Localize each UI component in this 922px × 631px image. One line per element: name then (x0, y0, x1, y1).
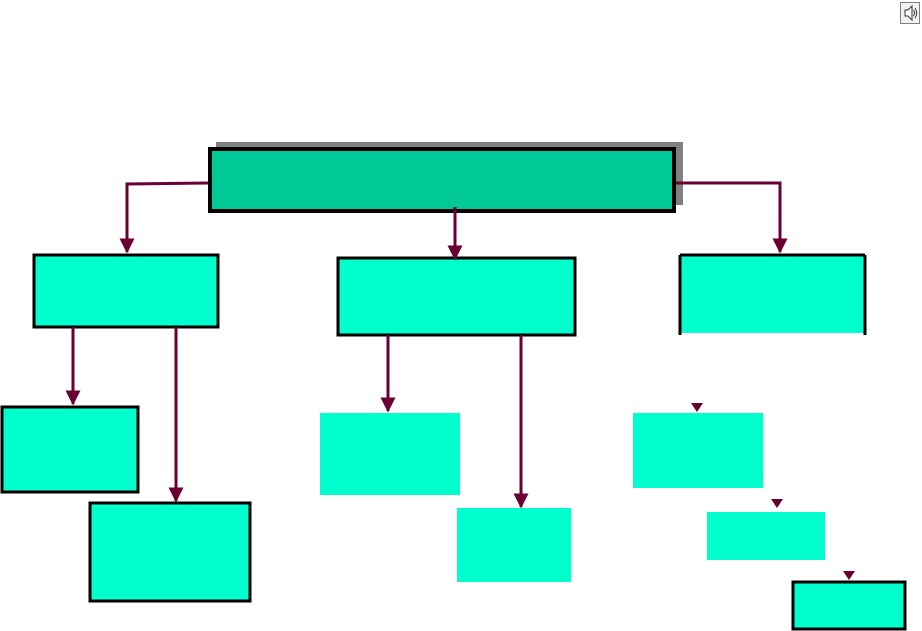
right-child-1-box[interactable] (633, 413, 763, 488)
level1-right-box[interactable] (680, 255, 865, 333)
root-box[interactable] (208, 147, 676, 213)
level1-center-box[interactable] (336, 256, 577, 337)
left-child-2-box[interactable] (88, 501, 252, 603)
connector-root-to-left (119, 181, 209, 254)
connector-root-to-right (676, 181, 788, 254)
right-child-2-arrowhead (771, 499, 783, 508)
right-child-3-arrowhead (843, 571, 855, 580)
left-child-1-box[interactable] (0, 405, 140, 494)
right-child-1-arrowhead (691, 403, 703, 412)
right-child-2-box[interactable] (707, 512, 825, 560)
center-child-2-box[interactable] (457, 508, 571, 582)
right-child-3-box[interactable] (791, 580, 907, 631)
speaker-sound-icon[interactable] (900, 2, 920, 24)
center-child-1-box[interactable] (320, 413, 460, 495)
level1-left-box[interactable] (32, 253, 220, 329)
